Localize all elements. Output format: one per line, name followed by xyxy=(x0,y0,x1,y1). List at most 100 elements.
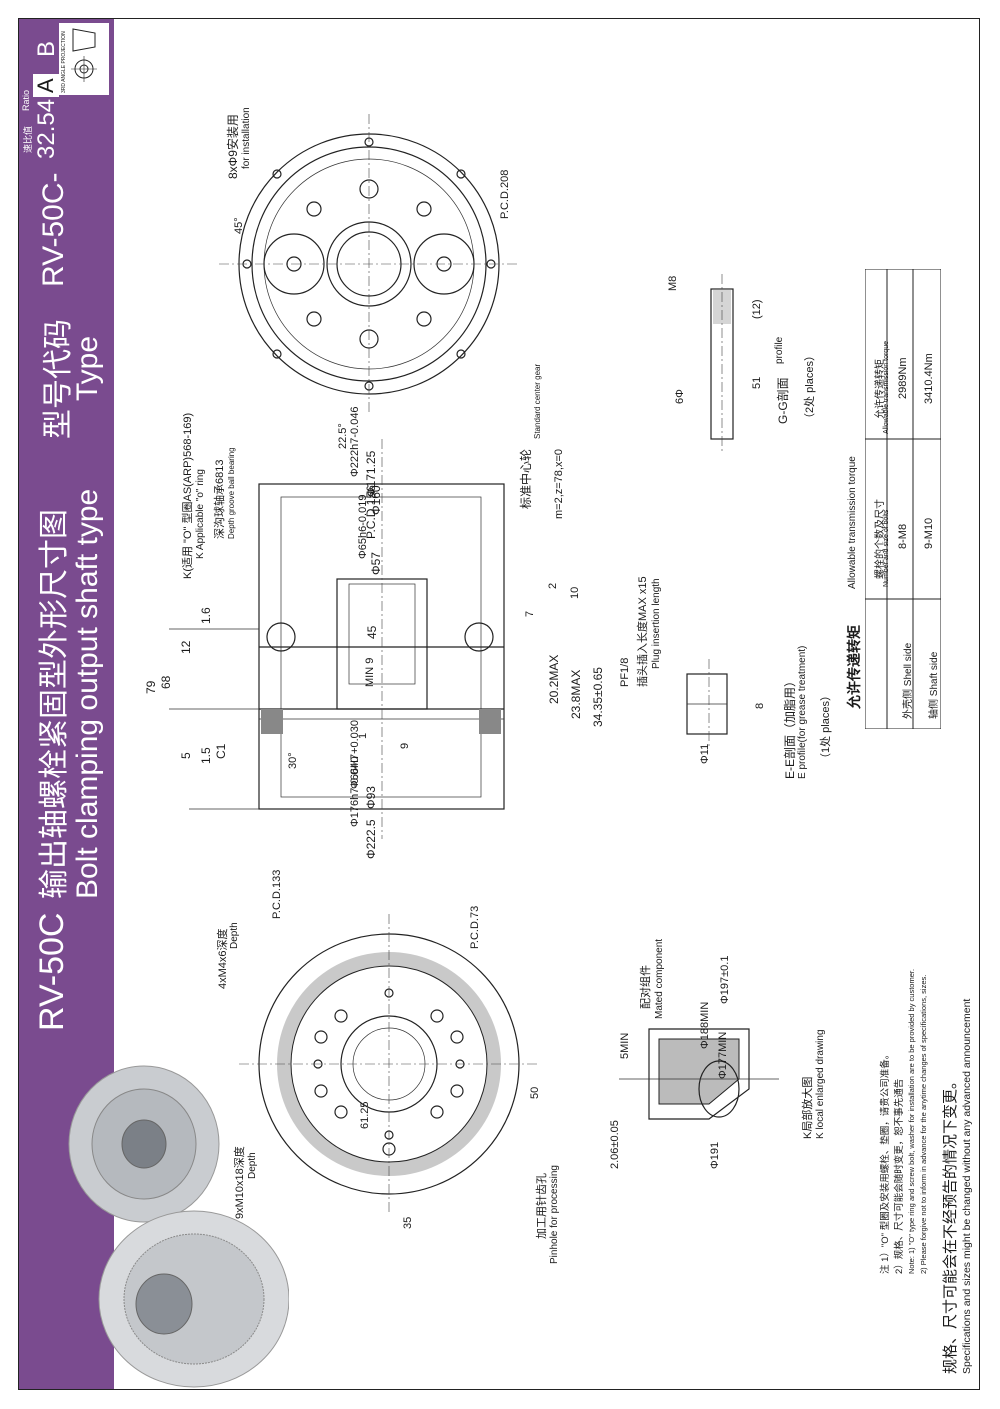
dim-h5: 5 xyxy=(179,752,193,759)
dim-d57: Φ57 xyxy=(369,552,383,575)
dim-b50: 50 xyxy=(529,1086,541,1099)
k-local-en: K local enlarged drawing xyxy=(815,1029,826,1139)
projection-symbol: 3RD ANGLE PROJECTION xyxy=(59,23,109,95)
depth-m4-en: Depth xyxy=(229,922,240,949)
torque-row2-torque: 3410.4Nm xyxy=(923,353,935,404)
center-gear-en: Standard center gear xyxy=(533,363,542,439)
oring-en: K Applicable "o" ring xyxy=(195,469,206,559)
dim-b61: 61.25 xyxy=(359,1101,371,1129)
note2-en: 2) Please forgive not to inform in advan… xyxy=(919,974,928,1274)
dim-r10: 10 xyxy=(569,586,581,599)
plug-en: Plug insertion length xyxy=(651,578,662,669)
dim-r34: 34.35±0.65 xyxy=(591,667,605,727)
bearing-cn: 深沟球轴承6813 xyxy=(214,459,226,539)
center-gear-cn: 标准中心轮 xyxy=(519,448,533,509)
pinhole-en: Pinhole for processing xyxy=(549,1165,560,1264)
torque-row1-torque: 2989Nm xyxy=(897,357,909,399)
dim-r7: 7 xyxy=(524,610,536,617)
section-view xyxy=(169,439,505,839)
dim-g12: (12) xyxy=(751,299,763,319)
e-section-en: E profile(for grease treatment) xyxy=(797,645,808,779)
dim-r20: 20.2MAX xyxy=(547,654,561,704)
dim-d65: Φ65h6-0.019 xyxy=(357,494,369,559)
dim-d66: Φ66H7+0.030 xyxy=(349,719,361,789)
e-places: （1处 places） xyxy=(820,690,832,764)
dim-r23: 23.8MAX xyxy=(569,669,583,719)
pcd208-label: P.C.D.208 xyxy=(499,169,511,219)
mount-holes-label: 8xΦ9安装用 xyxy=(226,114,240,179)
torque-title-en: Allowable transmission torque xyxy=(847,456,858,589)
depth-m10-en: Depth xyxy=(247,1152,258,1179)
note1-cn: 注 1）"O" 型圈及安装用螺栓、垫圈，请贵公司准备。 xyxy=(880,1049,891,1274)
angle45-label: 45° xyxy=(233,217,245,234)
dim-h12: 12 xyxy=(179,640,193,654)
pcd73-label: P.C.D.73 xyxy=(469,905,481,949)
dim-d11: Φ11 xyxy=(699,743,711,764)
depth-m10: 9xM10x18深度 xyxy=(234,1146,246,1219)
plug-cn: 插头插入长度MAX x15 xyxy=(637,576,649,687)
note2-cn: 2）规格、尺寸可能会随时变更，恕不事先通告 xyxy=(894,1078,905,1274)
torque-row1-side: 外壳侧 Shell side xyxy=(899,643,914,719)
footer-en: Specifications and sizes might be change… xyxy=(961,998,973,1374)
gear-params: m=2,z=78,x=0 xyxy=(553,448,565,519)
m8-label: M8 xyxy=(667,275,679,291)
dim-h1: 1 xyxy=(357,732,369,739)
projection-icon xyxy=(71,28,97,82)
dim-h79: 79 xyxy=(144,680,158,694)
g-section-cn: G-G剖面 xyxy=(776,377,790,424)
mated-cn: 配对组件 xyxy=(640,965,652,1009)
dim-min9: MIN 9 xyxy=(364,657,376,687)
row1-side-en: Shell side xyxy=(903,642,914,687)
oring-cn: K(适用 "O" 型圈AS(ARP)568-169) xyxy=(182,412,194,579)
e-section-view xyxy=(686,659,728,749)
dim-d197: Φ197±0.1 xyxy=(719,955,731,1004)
technical-drawing xyxy=(169,114,779,1214)
torque-col2-en: Allowable transmission torque xyxy=(883,341,890,434)
dim-d93: Φ93 xyxy=(364,786,378,809)
dim-5min: 5MIN xyxy=(619,1032,631,1059)
row2-side-cn: 轴侧 xyxy=(929,699,940,719)
mated-en: Mated component xyxy=(654,938,665,1019)
bottom-view xyxy=(239,914,539,1214)
dim-e8: 8 xyxy=(754,702,766,709)
torque-col1-en: Number and size of bolts xyxy=(883,509,890,587)
dim-b35: 35 xyxy=(402,1216,414,1229)
pcd133-label: P.C.D.133 xyxy=(271,869,283,919)
depth-m4: 4xM4x6深度 xyxy=(217,928,229,989)
torque-title-cn: 允许传递转矩 xyxy=(846,625,862,709)
dim-h1-6: 1.6 xyxy=(199,607,213,624)
drawing-sheet: RV-50C 输出轴螺栓紧固型外形尺寸图 Bolt clamping outpu… xyxy=(18,18,980,1390)
e-section-cn: E-E剖面（加脂用） xyxy=(783,674,797,779)
dim-d188: Φ188MIN xyxy=(699,1001,711,1049)
pf-label: PF1/8 xyxy=(619,657,631,687)
dim-h9: 9 xyxy=(399,742,411,749)
row1-side-cn: 外壳侧 xyxy=(903,689,914,719)
dim-a30: 30° xyxy=(287,752,299,769)
pinhole-cn: 加工用针齿孔 xyxy=(536,1173,548,1239)
top-view xyxy=(219,114,519,414)
angle22-label: 22.5° xyxy=(337,423,349,449)
torque-row2-side: 轴侧 Shaft side xyxy=(925,652,940,719)
k-local-view xyxy=(619,1028,779,1120)
dim-h1-5: 1.5 xyxy=(199,747,213,764)
note1-en: Note: 1) "O" type ring and screw bolt, w… xyxy=(907,968,916,1274)
g-places: （2处 places） xyxy=(804,350,816,424)
dim-d222-5: Φ222.5 xyxy=(364,819,378,859)
product-photo xyxy=(68,1065,289,1388)
dim-h68: 68 xyxy=(159,675,173,689)
dim-d177: Φ177MIN xyxy=(717,1031,729,1079)
k-local-cn: K局部放大图 xyxy=(802,1076,814,1139)
torque-row2-bolts: 9-M10 xyxy=(923,517,935,549)
g-section-view xyxy=(710,274,734,454)
dim-d191: Φ191 xyxy=(709,1141,721,1169)
dim-r2: 2 xyxy=(547,582,559,589)
footer-cn: 规格、尺寸可能会在不经预告的情况下变更。 xyxy=(942,1073,959,1374)
dim-h45: 45 xyxy=(365,625,379,639)
dim-g51: 51 xyxy=(751,376,763,389)
bearing-en: Depth groove ball bearing xyxy=(227,447,236,539)
dim-k206: 2.06±0.05 xyxy=(609,1120,621,1169)
dim-d222h7: Φ222h7-0.046 xyxy=(349,406,361,477)
mount-holes-en: for installation xyxy=(241,107,252,169)
torque-table xyxy=(865,269,941,729)
row2-side-en: Shaft side xyxy=(929,651,940,697)
